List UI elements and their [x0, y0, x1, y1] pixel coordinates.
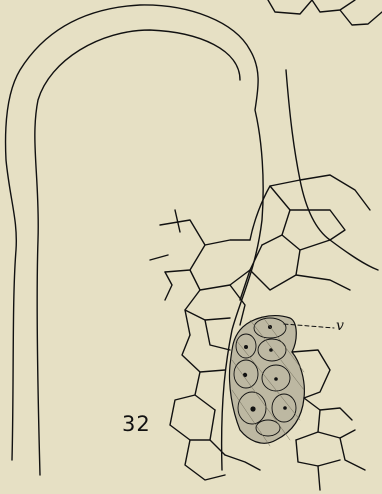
- label-v: v: [336, 318, 344, 334]
- figure-number: 32: [122, 412, 151, 436]
- inner-outline: [35, 30, 240, 475]
- large-outline: [6, 5, 264, 470]
- cell-cluster: [229, 316, 304, 444]
